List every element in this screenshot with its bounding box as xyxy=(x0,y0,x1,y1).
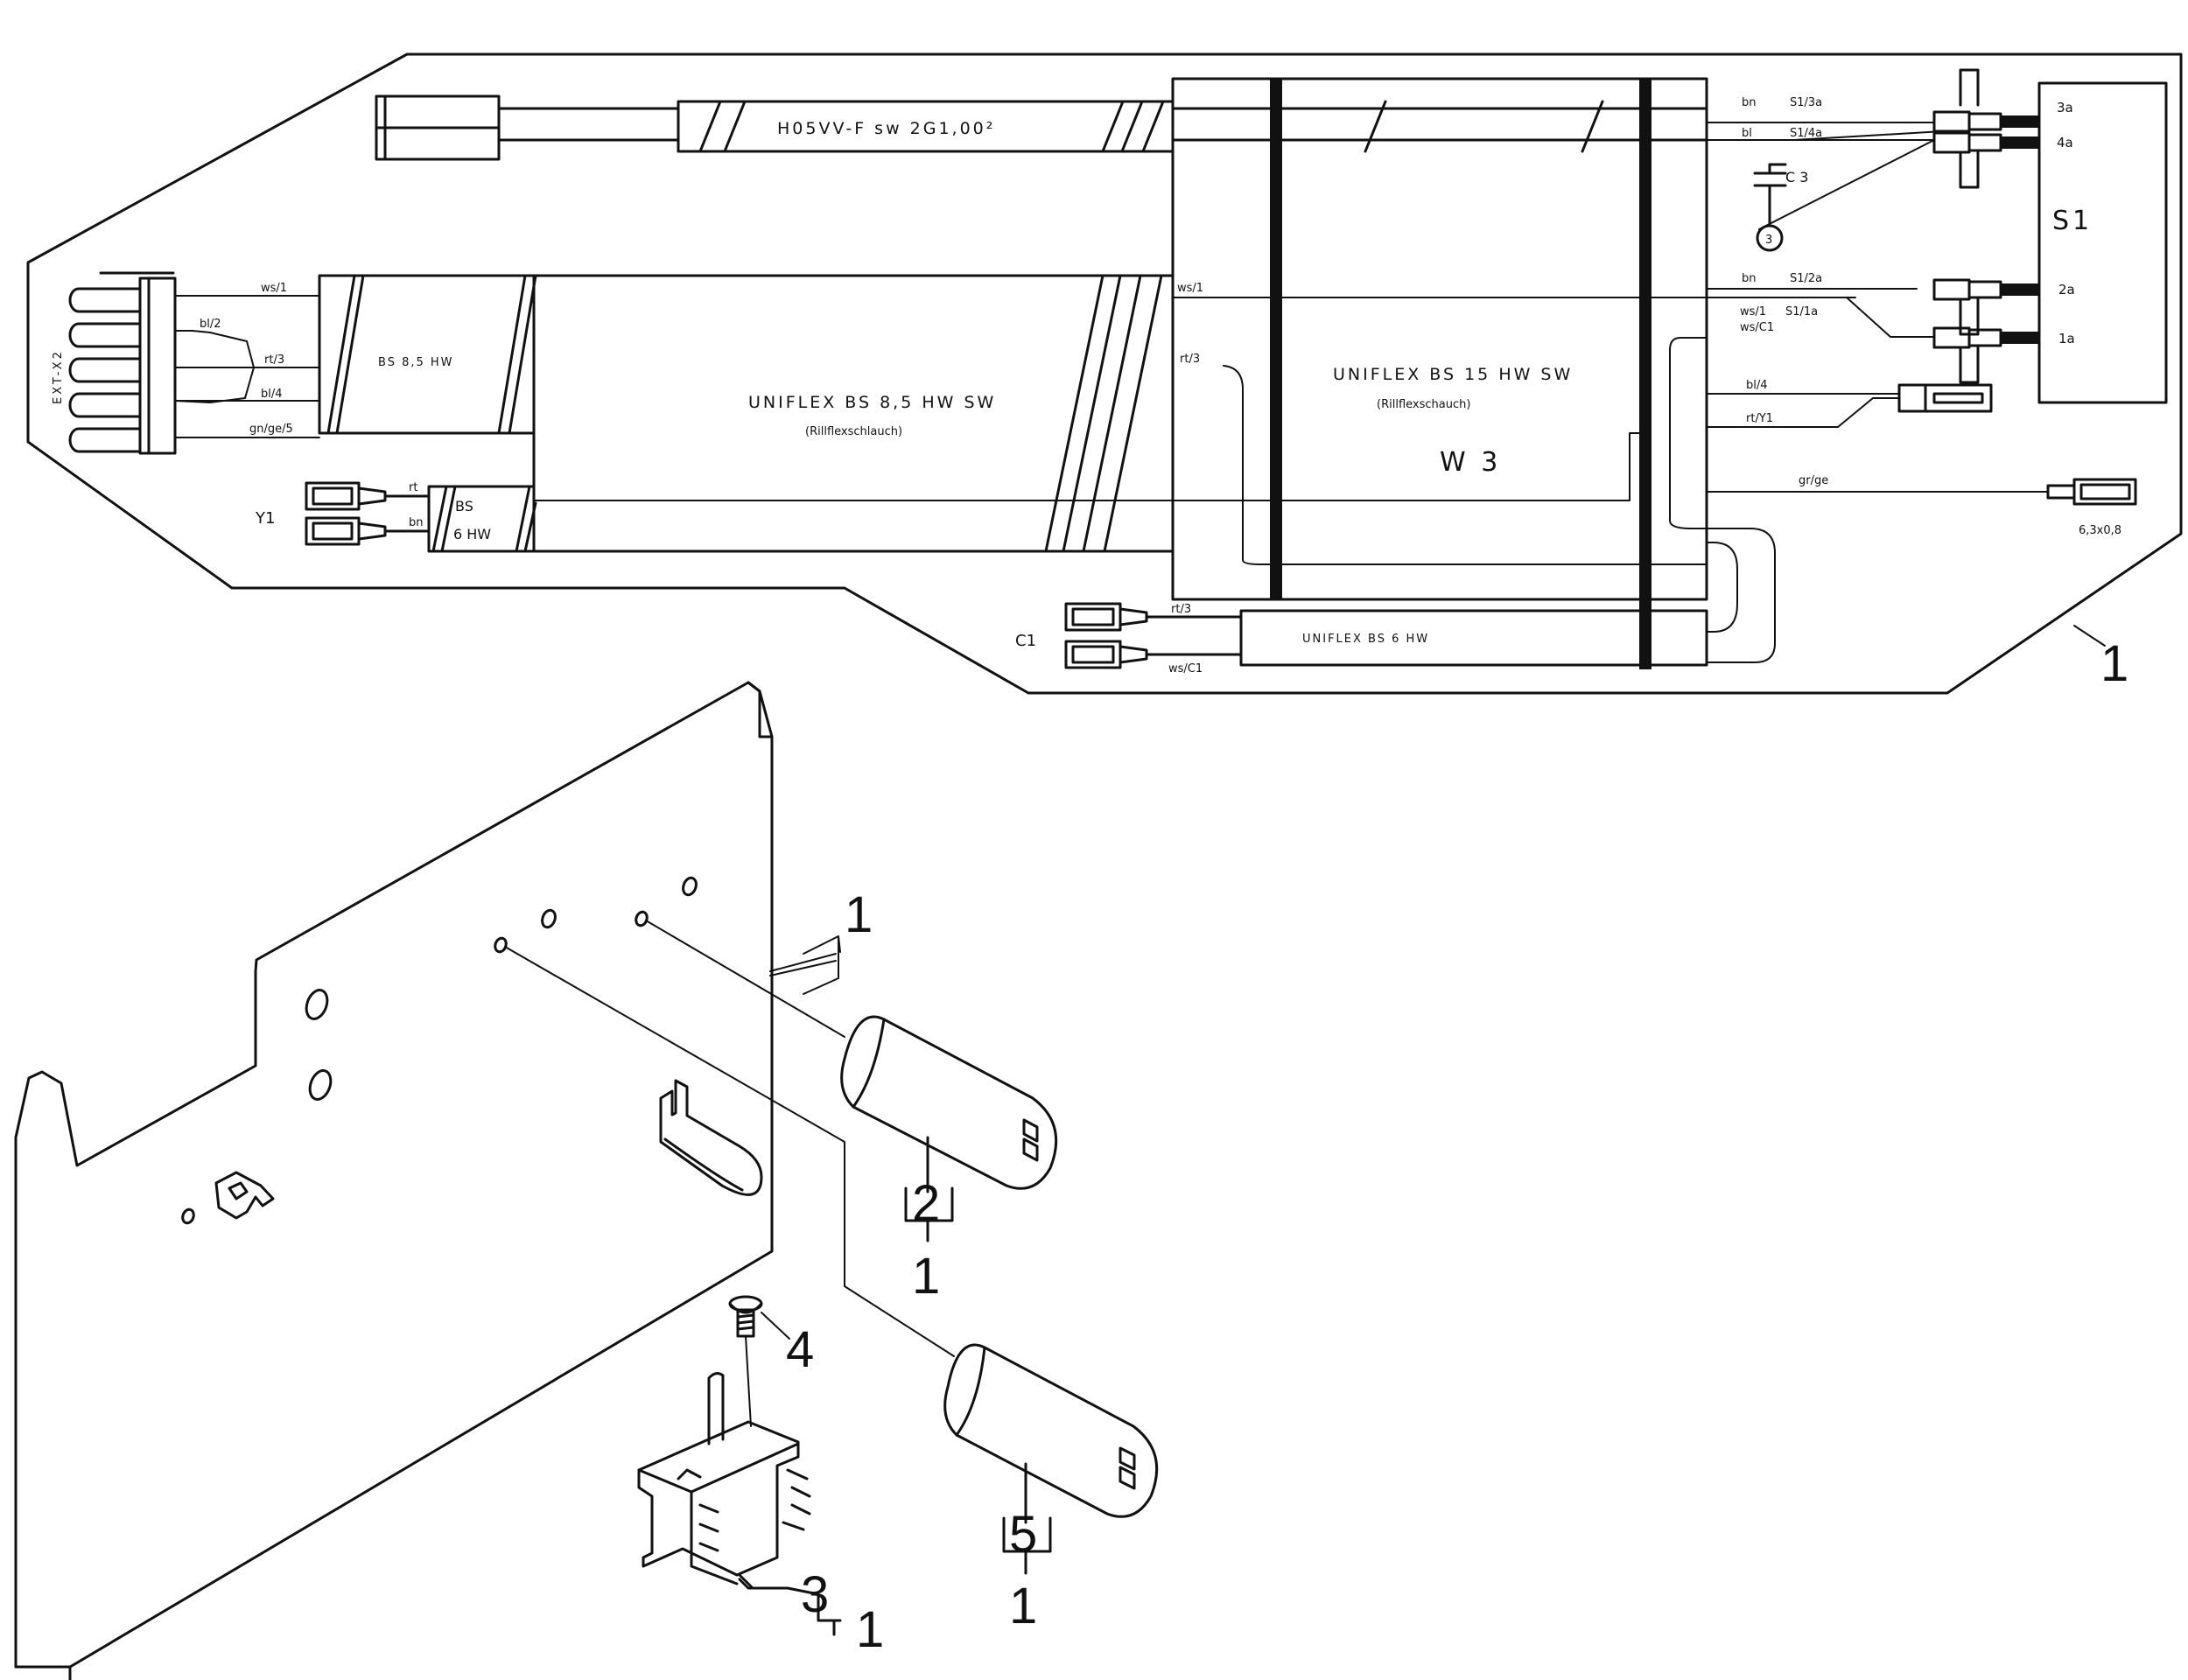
panel-hole-1 xyxy=(682,876,698,897)
bs85-sleeve xyxy=(318,274,537,435)
label-ext-x2: EXT-X2 xyxy=(52,349,65,404)
wire-label-ws1-mid: ws/1 xyxy=(1177,282,1203,295)
panel-clip xyxy=(214,1171,275,1220)
label-terminal-2a: 2a xyxy=(2058,282,2075,298)
harness-outline xyxy=(26,52,2183,695)
harness-labels: H05VV-F sw 2G1,00² BS 8,5 HW UNIFLEX BS … xyxy=(52,96,2121,676)
wire-label-s12a: S1/2a xyxy=(1790,272,1822,285)
y1-connectors xyxy=(305,481,431,546)
wire-label-bn-1: bn xyxy=(1742,96,1757,109)
label-uniflex-15: UNIFLEX BS 15 HW SW xyxy=(1333,365,1573,384)
panel-hole-3 xyxy=(635,910,649,928)
wire-label-rty1: rt/Y1 xyxy=(1746,412,1773,425)
wire-label-s11a: S1/1a xyxy=(1785,305,1818,318)
panel-hole-4 xyxy=(494,936,508,954)
mains-cable-sleeve xyxy=(677,100,1708,153)
wire-label-wsc1: ws/C1 xyxy=(1740,321,1774,334)
wire-label-bl-1: bl xyxy=(1742,127,1752,140)
wire-label-bl2: bl/2 xyxy=(200,318,221,331)
s1-terminal-3a xyxy=(2001,116,2039,128)
mount-line-upper xyxy=(645,920,845,1038)
panel-hole-2 xyxy=(541,908,557,929)
wire-label-c1-rt3: rt/3 xyxy=(1171,603,1191,616)
wire-label-y1-bn: bn xyxy=(409,516,424,529)
label-cable-main: H05VV-F sw 2G1,00² xyxy=(777,119,995,138)
sleeve-band-left xyxy=(1270,79,1282,599)
label-uniflex-6: UNIFLEX BS 6 HW xyxy=(1302,633,1429,646)
label-uniflex-85-sub: (Rillflexschlauch) xyxy=(805,425,902,438)
c1-connectors xyxy=(1064,602,1243,669)
switch-part-3 xyxy=(637,1372,842,1636)
wire-label-ws1: ws/1 xyxy=(1740,305,1766,318)
label-c3: C 3 xyxy=(1785,169,1808,186)
ground-terminal xyxy=(2046,478,2137,506)
s1-switch-block xyxy=(1897,68,2168,413)
label-c1: C1 xyxy=(1015,632,1036,650)
wire-label-s13a: S1/3a xyxy=(1790,96,1822,109)
capacitor-part-2 xyxy=(840,1015,1058,1242)
callout-bracket: 1 xyxy=(845,886,873,943)
wire-label-grge: gr/ge xyxy=(1799,474,1828,487)
wire-label-s14a: S1/4a xyxy=(1790,127,1822,140)
label-s1: S1 xyxy=(2052,206,2093,236)
mounting-panel xyxy=(14,681,774,1680)
capacitor-c3 xyxy=(1753,163,1787,252)
callout-part-5: 5 xyxy=(1009,1506,1037,1563)
wire-label-grge5: gn/ge/5 xyxy=(249,423,293,436)
panel-hole-6 xyxy=(308,1069,333,1101)
mounting-bracket xyxy=(659,1079,763,1196)
wire-label-bl4-r: bl/4 xyxy=(1746,379,1768,392)
harness-leader xyxy=(2073,625,2106,647)
label-terminal-4a: 4a xyxy=(2057,135,2073,150)
mount-line-lower xyxy=(504,946,955,1357)
wire-label-bl4-left: bl/4 xyxy=(261,388,283,401)
uniflex-6-sleeve xyxy=(1239,609,1708,667)
screw-part-4 xyxy=(728,1295,790,1427)
wire-label-y1-rt: rt xyxy=(409,481,417,494)
s1-terminal-4a xyxy=(2001,136,2039,149)
s1-terminal-2a xyxy=(2001,284,2039,296)
s1-terminal-1a xyxy=(2001,332,2039,344)
wire-label-ws1-left: ws/1 xyxy=(261,282,287,295)
capacitor-part-5 xyxy=(943,1343,1159,1575)
bs6-sleeve xyxy=(427,485,537,553)
panel-hole-5 xyxy=(305,989,329,1020)
bracket-callout-leader xyxy=(769,935,841,995)
label-uniflex-15-sub: (Rillflexschauch) xyxy=(1377,398,1470,411)
label-y1: Y1 xyxy=(255,509,275,528)
callout-labels: 1 1 2 1 4 3 1 5 1 xyxy=(786,635,2128,1658)
label-uniflex-85: UNIFLEX BS 8,5 HW SW xyxy=(748,393,996,412)
uniflex-85-sleeve xyxy=(532,274,1175,553)
label-bs85: BS 8,5 HW xyxy=(378,356,454,369)
wire-label-c1-wsc1: ws/C1 xyxy=(1168,662,1203,676)
callout-part-5-qty: 1 xyxy=(1009,1578,1037,1634)
w3-sleeve xyxy=(1171,77,1708,601)
wire-label-rt3-mid: rt/3 xyxy=(1180,353,1200,366)
callout-part-3: 3 xyxy=(801,1566,829,1623)
label-terminal-3a: 3a xyxy=(2057,100,2073,116)
label-bs6-b: 6 HW xyxy=(453,526,491,542)
panel-hole-7 xyxy=(181,1208,195,1225)
ext-x2-wires xyxy=(174,295,320,438)
wire-label-bn-2: bn xyxy=(1742,272,1757,285)
ext-x2-connector xyxy=(68,271,177,455)
label-bs6-a: BS xyxy=(455,498,473,514)
callout-part-2-qty: 1 xyxy=(912,1248,940,1305)
callout-harness: 1 xyxy=(2100,635,2128,692)
wire-label-rt3: rt/3 xyxy=(264,354,284,367)
internal-wires xyxy=(533,122,2049,663)
callout-part-4: 4 xyxy=(786,1321,814,1378)
label-w3: W 3 xyxy=(1440,447,1501,478)
label-motor: 3 xyxy=(1765,234,1772,247)
label-terminal-1a: 1a xyxy=(2058,331,2075,346)
sleeve-band-right xyxy=(1639,79,1652,669)
callout-part-2: 2 xyxy=(912,1175,940,1232)
terminal-size-label: 6,3x0,8 xyxy=(2079,524,2121,537)
callout-part-3-qty: 1 xyxy=(856,1601,884,1658)
mains-plug xyxy=(375,94,680,161)
